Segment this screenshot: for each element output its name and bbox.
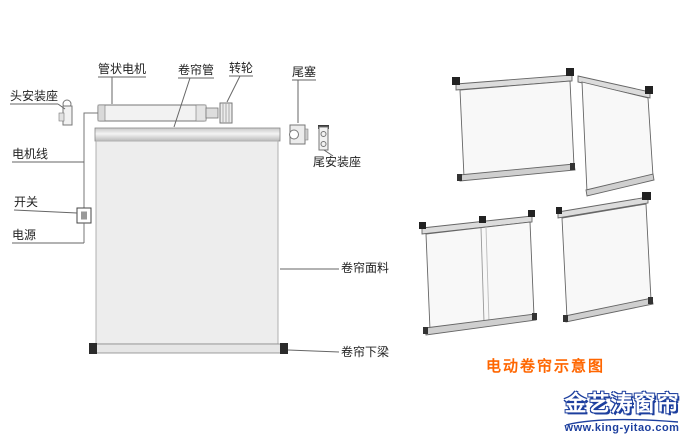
diagram-caption: 电动卷帘示意图	[486, 358, 606, 375]
blind-3d-view-1	[452, 68, 576, 182]
label-power: 电源	[12, 228, 37, 242]
leader-lines	[10, 75, 340, 353]
tail-plug-drawing	[289, 124, 309, 145]
motor-drawing	[97, 104, 219, 122]
label-fabric: 卷帘面料	[341, 261, 390, 275]
brand-url: www.king-yitao.com	[564, 422, 680, 434]
label-tail-plug: 尾塞	[292, 65, 317, 79]
bottom-rail-drawing	[89, 343, 288, 354]
head-bracket-drawing	[58, 99, 73, 126]
roller-tube-drawing	[94, 127, 281, 142]
label-tubular-motor: 管状电机	[98, 62, 147, 76]
label-tail-bracket: 尾安装座	[313, 155, 362, 169]
label-switch: 开关	[14, 195, 39, 209]
label-wheel: 转轮	[229, 61, 254, 75]
blind-3d-view-2	[577, 75, 655, 197]
tail-bracket-drawing	[318, 125, 329, 151]
label-bottom-rail: 卷帘下梁	[341, 345, 390, 359]
brand-logo: 金艺涛窗帘 www.king-yitao.com	[552, 386, 692, 434]
label-roller-tube: 卷帘管	[178, 63, 215, 77]
blind-3d-view-4	[556, 192, 654, 323]
wire-and-switch-drawing	[76, 112, 98, 243]
logo-swoosh-icon	[565, 418, 679, 426]
label-motor-wire: 电机线	[12, 147, 49, 161]
fabric-drawing	[95, 140, 279, 345]
blind-3d-view-3	[419, 210, 537, 336]
label-head-bracket: 头安装座	[10, 89, 59, 103]
brand-name: 金艺涛窗帘	[564, 391, 680, 416]
wheel-drawing	[219, 102, 233, 124]
